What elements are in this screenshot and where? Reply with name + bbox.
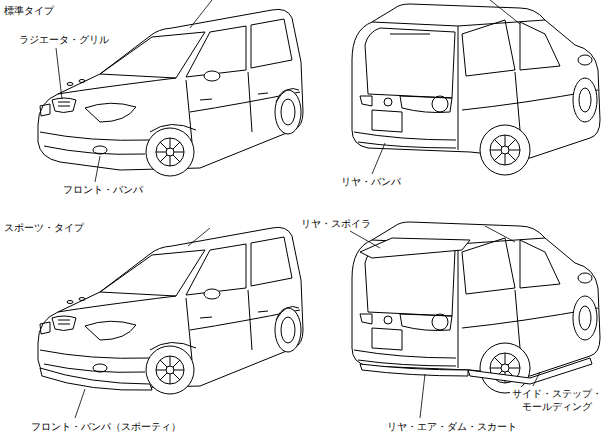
part-label: リヤ・スポイラ — [300, 217, 372, 230]
part-label: リヤ・エア・ダム・スカート — [386, 420, 518, 433]
sport-parts — [40, 238, 592, 390]
leader-lines — [56, 0, 540, 418]
part-label: ラジエータ・グリル — [18, 33, 110, 46]
part-label: リヤ・バンパ — [340, 175, 402, 188]
car-front-sport — [38, 227, 303, 394]
car-rear-sport — [352, 222, 600, 393]
part-label: フロント・バンパ（スポーティ） — [30, 420, 182, 433]
part-label: フロント・バンパ — [62, 183, 144, 196]
part-label: 標準タイプ — [3, 4, 55, 17]
car-rear-standard — [352, 4, 600, 175]
part-label: スポーツ・タイプ — [3, 221, 85, 234]
part-label: サイド・ステップ・モールディング — [510, 387, 604, 413]
